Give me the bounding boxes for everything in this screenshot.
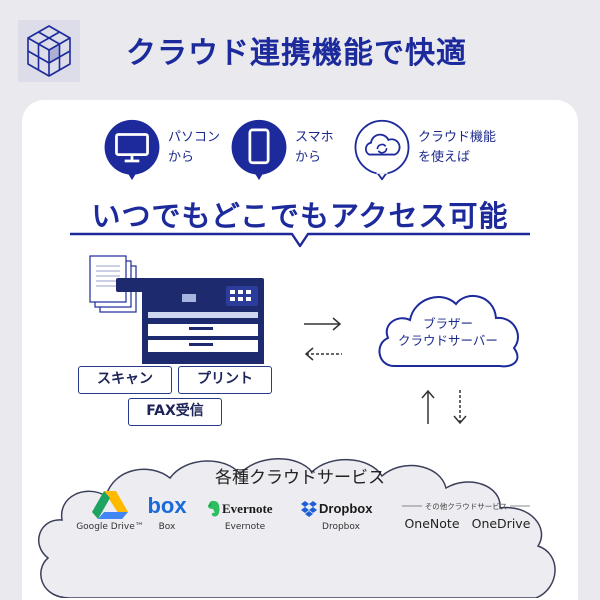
cloud-server-line2: クラウドサーバー [398,333,498,348]
scan-button[interactable]: スキャン [78,366,172,394]
evernote-label: Evernote [224,522,266,532]
headline: いつでもどこでもアクセス可能 [91,199,509,233]
access-pc-line1: パソコン [168,130,221,145]
services-title: 各種クラウドサービス [215,468,385,488]
access-smartphone-line2: から [295,150,322,165]
evernote-icon[interactable] [206,500,222,518]
arrow-up-icon [421,389,435,424]
other-services-divider [402,505,530,507]
printer-icon [89,255,264,364]
box-icon[interactable]: box [147,493,187,518]
onedrive-label[interactable]: OneDrive [471,516,531,531]
onenote-label[interactable]: OneNote [404,516,460,531]
print-button[interactable]: プリント [178,366,272,394]
arrow-left-dashed-icon [304,347,342,361]
google-drive-label: Google Drive™ [76,522,144,532]
access-cloud-label: クラウド機能 を使えば [418,128,496,168]
access-smartphone-label: スマホ から [295,128,334,168]
google-drive-icon[interactable] [88,490,132,520]
access-cloud-line1: クラウド機能 [418,130,497,145]
access-cloud-line2: を使えば [418,150,471,165]
access-pc-label: パソコン から [168,128,220,168]
fax-receive-button[interactable]: FAX受信 [128,398,222,426]
headline-divider [70,232,530,248]
other-services-title: その他クラウドサービス [424,502,508,511]
isometric-cube-grid-icon [18,20,80,82]
monitor-icon [104,119,160,181]
arrow-right-icon [304,317,342,331]
box-label: Box [158,522,176,532]
dropbox-icon[interactable] [300,501,318,517]
access-pc-line2: から [168,150,195,165]
page-title: クラウド連携機能で快適 [126,36,467,71]
dropbox-label: Dropbox [322,522,360,532]
cloud-server-line1: ブラザー [422,316,473,331]
services-cloud-shape [37,458,556,598]
arrow-down-dashed-icon [453,390,467,425]
cloud-server-label: ブラザー クラウドサーバー [378,315,518,349]
cloud-sync-icon [354,119,410,181]
brother-cloud-server-icon [378,295,519,368]
dropbox-logo-text: Dropbox [319,501,373,516]
evernote-logo-text: Evernote [222,501,273,516]
access-smartphone-line1: スマホ [295,130,334,145]
smartphone-icon [231,119,287,181]
